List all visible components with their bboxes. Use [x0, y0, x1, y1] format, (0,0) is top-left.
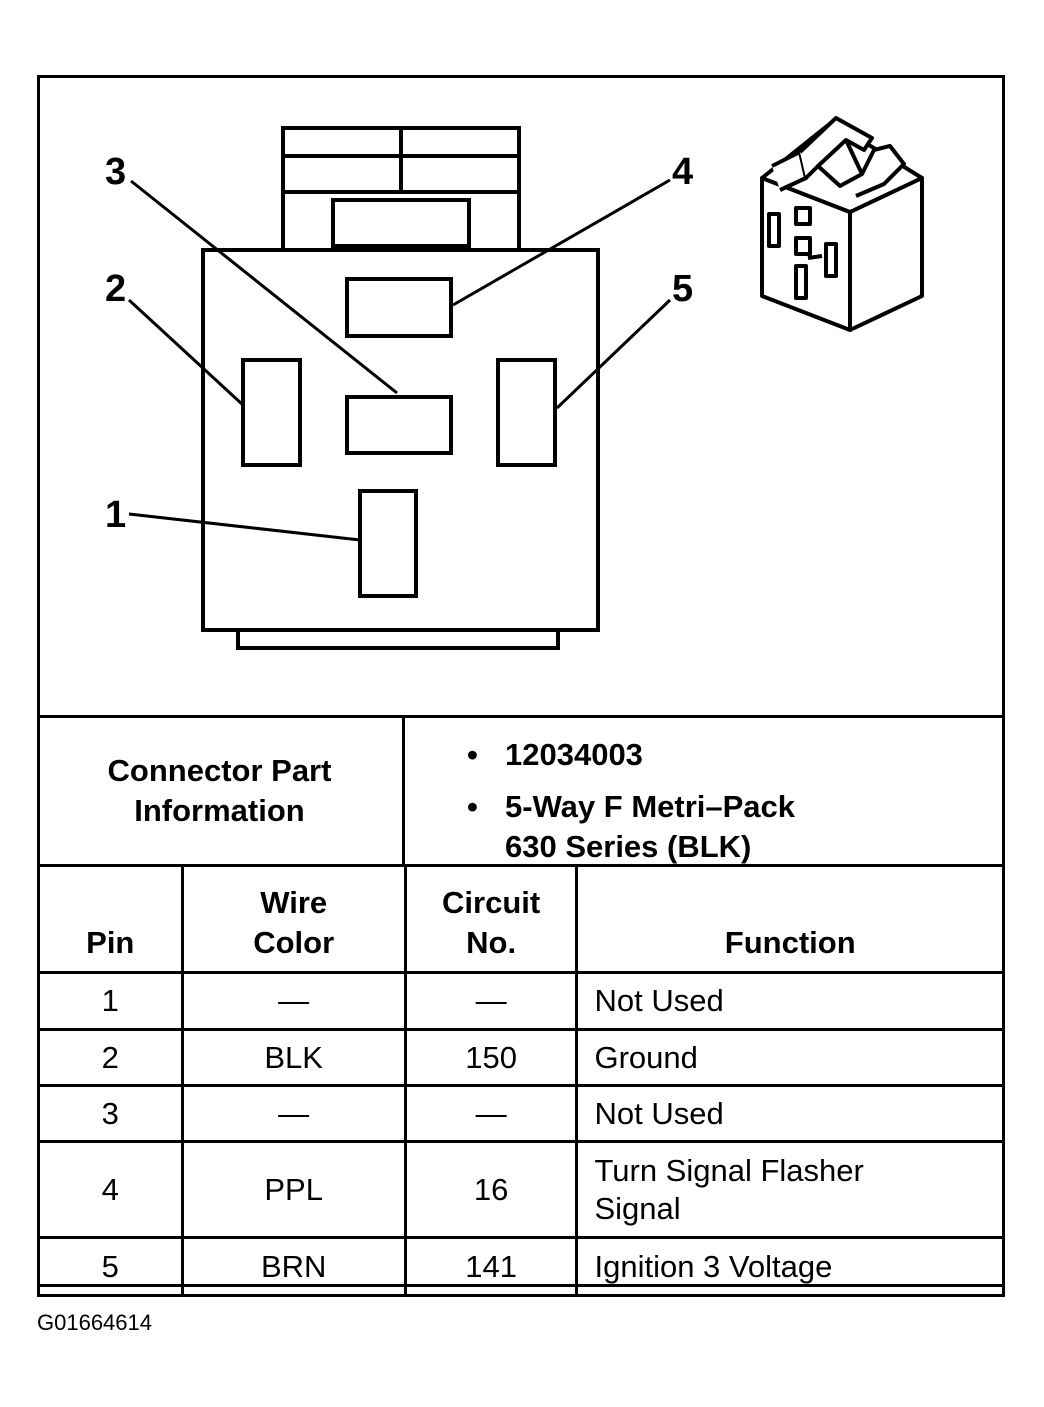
connector-base-rail — [236, 628, 560, 650]
cell-circuit: 16 — [403, 1140, 579, 1239]
cavity-3 — [345, 395, 453, 455]
callout-4: 4 — [672, 151, 693, 193]
header-pin: Pin — [37, 864, 184, 974]
cell-circuit: 150 — [403, 1028, 579, 1087]
bullet-2: • — [467, 789, 478, 824]
cell-wire-color: — — [180, 971, 407, 1031]
cell-circuit: 141 — [403, 1236, 579, 1297]
cell-wire-color: — — [180, 1084, 407, 1143]
cavity-2 — [241, 358, 302, 467]
cell-circuit: — — [403, 971, 579, 1031]
table-row: 3 — — Not Used — [37, 1084, 1005, 1143]
header-function: Function — [575, 864, 1005, 974]
cell-pin: 4 — [37, 1140, 184, 1239]
cell-wire-color: BRN — [180, 1236, 407, 1297]
callout-1: 1 — [105, 494, 126, 536]
cavity-5 — [496, 358, 557, 467]
leader-line-4 — [452, 178, 671, 307]
callout-2: 2 — [105, 268, 126, 310]
cell-function: Not Used — [575, 1084, 1005, 1143]
info-label-line2: Information — [134, 793, 305, 828]
bullet-1: • — [467, 737, 478, 772]
connector-part-info-label: Connector Part Information — [37, 718, 405, 864]
table-row: 1 — — Not Used — [37, 971, 1005, 1031]
cell-pin: 5 — [37, 1236, 184, 1297]
cell-function: Not Used — [575, 971, 1005, 1031]
cell-wire-color: PPL — [180, 1140, 407, 1239]
connector-face — [201, 248, 600, 632]
part-number: 12034003 — [505, 737, 643, 772]
connector-figure: 3 4 2 5 1 — [105, 116, 924, 650]
cavity-1 — [358, 489, 418, 598]
cell-circuit: — — [403, 1084, 579, 1143]
connector-isometric-view — [760, 116, 924, 332]
cell-function: Ignition 3 Voltage — [575, 1236, 1005, 1297]
leader-line-5 — [555, 298, 672, 410]
leader-line-1 — [128, 512, 361, 542]
connector-description-line2: 630 Series (BLK) — [505, 829, 752, 864]
info-label-line1: Connector Part — [107, 753, 332, 788]
figure-id-caption: G01664614 — [37, 1310, 152, 1335]
cell-wire-color: BLK — [180, 1028, 407, 1087]
cell-pin: 2 — [37, 1028, 184, 1087]
leader-line-2 — [127, 298, 245, 407]
callout-3: 3 — [105, 151, 126, 193]
leader-line-3 — [130, 179, 398, 395]
cell-pin: 1 — [37, 971, 184, 1031]
table-row: 5 BRN 141 Ignition 3 Voltage — [37, 1236, 1005, 1297]
connector-description-line1: 5-Way F Metri–Pack — [505, 789, 796, 824]
callout-5: 5 — [672, 268, 693, 310]
table-row: 2 BLK 150 Ground — [37, 1028, 1005, 1087]
cavity-4 — [345, 277, 453, 338]
connector-part-info: Connector Part Information • 12034003 • … — [37, 715, 1005, 867]
cell-function: Ground — [575, 1028, 1005, 1087]
cell-pin: 3 — [37, 1084, 184, 1143]
